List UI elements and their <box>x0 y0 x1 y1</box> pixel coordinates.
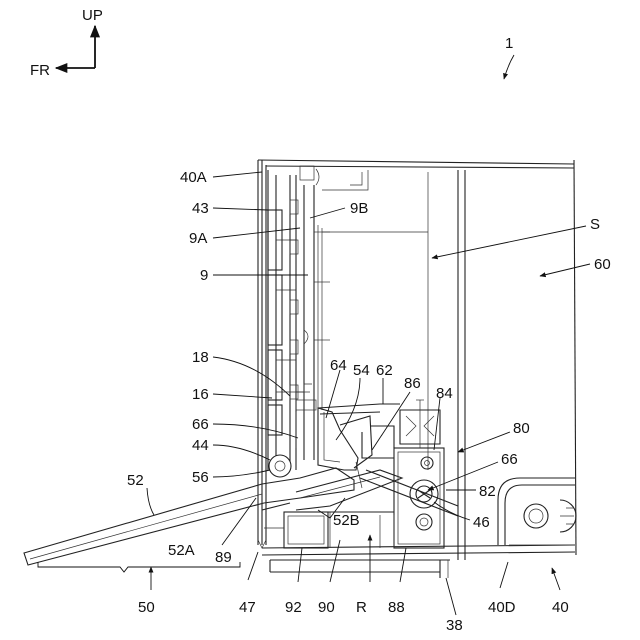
label-43: 43 <box>192 200 209 217</box>
label-64: 64 <box>330 357 347 374</box>
label-89: 89 <box>215 549 232 566</box>
label-84: 84 <box>436 385 453 402</box>
label-9: 9 <box>200 267 208 284</box>
label-52: 52 <box>127 472 144 489</box>
label-52A: 52A <box>168 542 195 559</box>
label-50: 50 <box>138 599 155 616</box>
label-92: 92 <box>285 599 302 616</box>
label-S: S <box>590 216 600 233</box>
label-9A: 9A <box>189 230 207 247</box>
label-80: 80 <box>513 420 530 437</box>
label-R: R <box>356 599 367 616</box>
label-66-right: 66 <box>501 451 518 468</box>
label-40A: 40A <box>180 169 207 186</box>
label-90: 90 <box>318 599 335 616</box>
label-38: 38 <box>446 617 463 634</box>
device-ref-label: 1 <box>505 35 513 52</box>
up-label: UP <box>82 7 103 24</box>
label-9B: 9B <box>350 200 368 217</box>
label-46: 46 <box>473 514 490 531</box>
label-44: 44 <box>192 437 209 454</box>
label-60: 60 <box>594 256 611 273</box>
bottom-components <box>258 512 394 548</box>
label-62: 62 <box>376 362 393 379</box>
mechanism <box>362 400 444 548</box>
housing <box>258 160 576 578</box>
front-label: FR <box>30 62 50 79</box>
label-40D: 40D <box>488 599 516 616</box>
label-47: 47 <box>239 599 256 616</box>
wall-stack <box>268 166 330 470</box>
label-88: 88 <box>388 599 405 616</box>
label-16: 16 <box>192 386 209 403</box>
tray-lever <box>24 400 458 565</box>
label-54: 54 <box>353 362 370 379</box>
reference-labels: 40A 43 9A 9 18 16 66 44 56 52 52A 50 89 … <box>127 169 611 634</box>
label-40: 40 <box>552 599 569 616</box>
label-66-left: 66 <box>192 416 209 433</box>
label-86: 86 <box>404 375 421 392</box>
label-52B: 52B <box>333 512 360 529</box>
device-ref-arrow <box>504 55 514 79</box>
label-56: 56 <box>192 469 209 486</box>
label-18: 18 <box>192 349 209 366</box>
direction-indicator: UP FR <box>30 7 103 79</box>
device-reference: 1 <box>504 35 514 79</box>
label-82: 82 <box>479 483 496 500</box>
